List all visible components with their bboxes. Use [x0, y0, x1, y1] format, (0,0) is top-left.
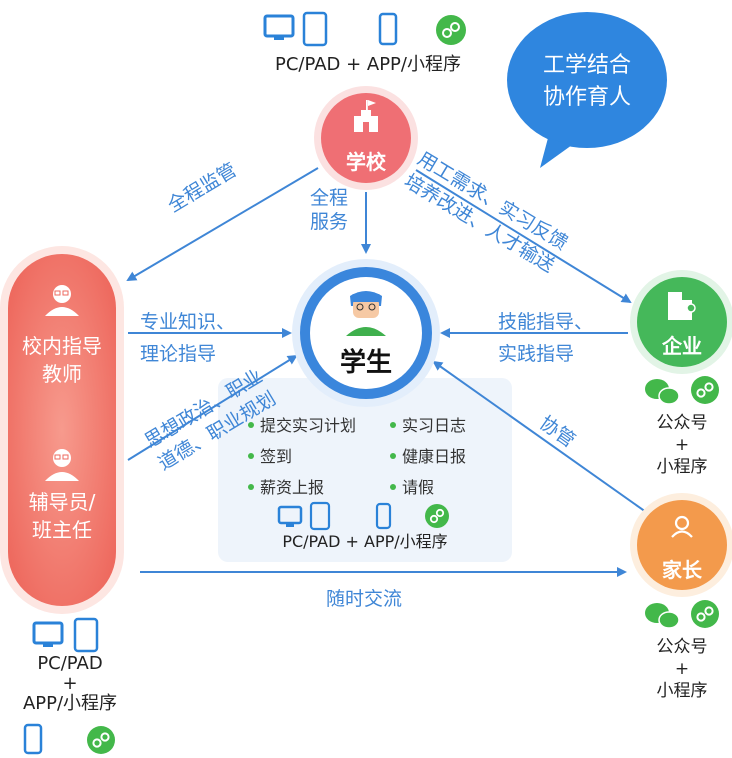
parent-platform-line-1: 公众号 [656, 637, 708, 657]
phone-icon [23, 723, 43, 755]
slogan-line-1: 工学结合 [542, 53, 631, 78]
feature-label: 薪资上报 [260, 478, 325, 497]
teacher-platform-line-1: PC/PAD [37, 653, 103, 674]
edge-label-enterprise-student: 技能指导、 实践指导 [498, 306, 593, 370]
edge-label-school-student: 全程 服务 [310, 186, 348, 234]
mini-program-icon [436, 15, 466, 45]
counselor-avatar-icon [45, 449, 79, 481]
features-platform-text: PC/PAD + APP/小程序 [282, 532, 448, 551]
mini-program-icon [691, 600, 719, 628]
edge-label-teacher-student-line-1: 专业知识、 [140, 311, 236, 333]
school-label: 学校 [346, 150, 386, 174]
arrow-counselor-student [127, 354, 298, 461]
feature-item: 签到 [248, 443, 292, 467]
enterprise-platform-line-2: + [674, 435, 690, 455]
edge-label-school-student-line-1: 全程 [310, 187, 349, 209]
counselor-role-label: 辅导员/ 班主任 [8, 488, 116, 544]
bullet-dot-icon [390, 452, 396, 459]
edge-label-teacher-parent: 随时交流 [326, 588, 403, 610]
bullet-dot-icon [390, 421, 396, 428]
teacher-role-line-1: 校内指导 [22, 334, 102, 358]
school-building-icon [354, 100, 378, 132]
tablet-icon [73, 617, 99, 653]
bullet-dot-icon [248, 421, 254, 428]
student-avatar-icon [346, 291, 386, 336]
edge-label-school-student-line-2: 服务 [310, 211, 349, 233]
parent-platform-text: 公众号 + 小程序 [632, 636, 732, 702]
feature-item: 健康日报 [390, 443, 466, 467]
feature-label: 提交实习计划 [260, 416, 357, 435]
slogan-bubble [507, 12, 667, 168]
phone-icon [375, 502, 392, 530]
feature-item: 薪资上报 [248, 474, 324, 498]
bullet-dot-icon [248, 483, 254, 490]
parent-platform-line-2: + [674, 659, 690, 679]
enterprise-platform-text: 公众号 + 小程序 [632, 412, 732, 478]
edge-label-enterprise-student-line-1: 技能指导、 [498, 311, 594, 333]
feature-item: 实习日志 [390, 412, 466, 436]
enterprise-building-icon [668, 292, 696, 320]
enterprise-label: 企业 [662, 334, 702, 358]
arrow-school-teacher [126, 167, 319, 282]
bullet-dot-icon [390, 483, 396, 490]
school-node [314, 86, 418, 190]
wechat-icon [645, 603, 680, 629]
teacher-role-label: 校内指导 教师 [8, 332, 116, 388]
tablet-icon [309, 501, 331, 531]
feature-item: 提交实习计划 [248, 412, 356, 436]
edge-label-enterprise-student-line-2: 实践指导 [498, 343, 575, 365]
edge-label-teacher-student-line-2: 理论指导 [140, 343, 217, 365]
slogan-line-2: 协作育人 [542, 85, 631, 110]
feature-item: 请假 [390, 474, 434, 498]
enterprise-platform-line-3: 小程序 [656, 457, 708, 477]
monitor-icon [263, 14, 295, 40]
arrow-school-enterprise [415, 169, 632, 304]
edge-label-teacher-student: 专业知识、 理论指导 [140, 306, 235, 370]
feature-label: 请假 [402, 478, 435, 497]
parent-node [630, 493, 732, 597]
enterprise-node [630, 270, 732, 374]
mini-program-icon [425, 504, 449, 528]
counselor-role-line-2: 班主任 [32, 518, 92, 542]
arrow-parent-student [432, 360, 647, 513]
student-node [292, 259, 440, 407]
feature-label: 健康日报 [402, 447, 467, 466]
school-platform-text: PC/PAD + APP/小程序 [275, 54, 461, 75]
bullet-dot-icon [248, 452, 254, 459]
student-label: 学生 [339, 348, 392, 378]
mini-program-icon [87, 726, 115, 754]
slogan-text: 工学结合 协作育人 [507, 50, 667, 114]
counselor-role-line-1: 辅导员/ [28, 490, 96, 514]
teacher-platform-line-2: + [62, 673, 78, 694]
teacher-platform-line-3: APP/小程序 [22, 693, 118, 714]
feature-label: 实习日志 [402, 416, 467, 435]
teacher-avatar-icon [45, 285, 79, 316]
teacher-role-line-2: 教师 [42, 362, 82, 386]
tablet-icon [302, 11, 328, 47]
mini-program-icon [691, 376, 719, 404]
wechat-icon [645, 379, 680, 405]
parent-person-icon [671, 515, 693, 538]
monitor-icon [32, 621, 64, 647]
feature-label: 签到 [260, 447, 293, 466]
parent-platform-line-3: 小程序 [656, 681, 708, 701]
teacher-platform-text: PC/PAD + APP/小程序 [0, 654, 140, 714]
enterprise-platform-line-1: 公众号 [656, 413, 708, 433]
parent-label: 家长 [662, 558, 702, 582]
monitor-icon [277, 505, 303, 527]
phone-icon [378, 12, 398, 46]
